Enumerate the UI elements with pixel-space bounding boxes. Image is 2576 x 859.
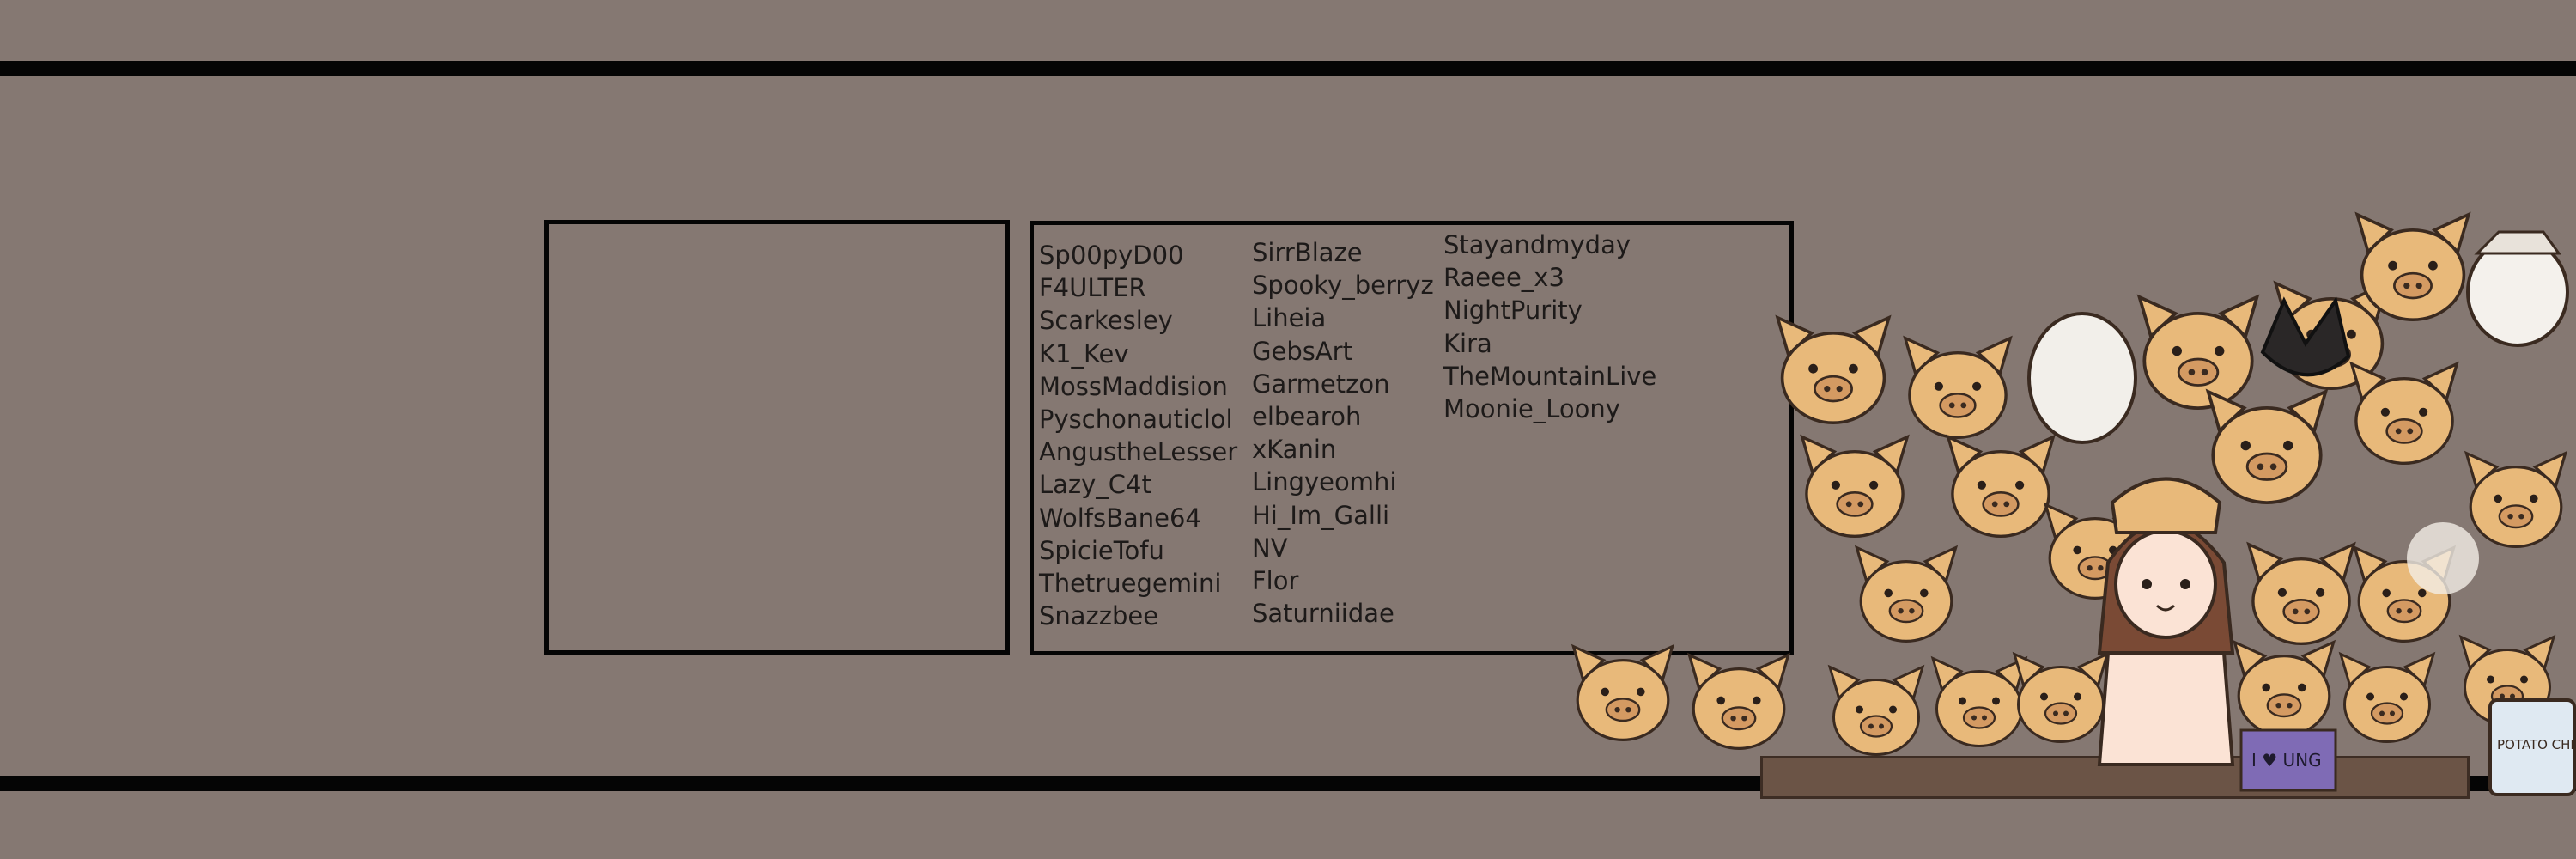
pig-character: [1828, 666, 1924, 756]
credit-name: Thetruegemini: [1039, 569, 1222, 599]
pig-character: [1947, 436, 2055, 538]
credit-name: TheMountainLive: [1443, 361, 1657, 391]
credit-name: Hi_Im_Galli: [1252, 500, 1390, 530]
pig-character: [2350, 362, 2458, 465]
wolf-character: [2260, 296, 2351, 377]
credit-name: Kira: [1443, 328, 1492, 358]
credit-name: Stayandmyday: [1443, 230, 1631, 259]
credit-name: Spooky_berryz: [1252, 271, 1434, 301]
credit-name: Garmetzon: [1252, 369, 1390, 399]
chips-bag: POTATO CHIPS: [2488, 698, 2576, 796]
cowboy-hat: [2474, 230, 2561, 255]
credit-name: xKanin: [1252, 435, 1337, 465]
credit-name: Raeee_x3: [1443, 263, 1564, 293]
credit-name: Liheia: [1252, 303, 1327, 333]
credits-column-1: Sp00pyD00 F4ULTER Scarkesley K1_Kev Moss…: [1039, 239, 1237, 632]
credits-frame: [1030, 221, 1794, 655]
pig-character: [2464, 451, 2567, 549]
pig-character: [1571, 644, 1674, 742]
credit-name: Lingyeomhi: [1252, 467, 1397, 497]
credit-name: Snazzbee: [1039, 601, 1159, 631]
pig-character: [1931, 657, 2027, 747]
girl-character: [2097, 477, 2235, 766]
pig-character: [1904, 337, 2012, 439]
credit-name: Saturniidae: [1252, 599, 1394, 629]
credit-name: WolfsBane64: [1039, 503, 1201, 533]
credit-name: Sp00pyD00: [1039, 241, 1184, 270]
cat-character: [1687, 653, 1790, 751]
credit-name: NV: [1252, 533, 1288, 563]
purple-shirt: [2239, 728, 2337, 792]
credit-name: SpicieTofu: [1039, 535, 1164, 565]
lantern-glow: [2407, 522, 2479, 594]
credit-name: K1_Kev: [1039, 338, 1129, 369]
credit-name: Scarkesley: [1039, 306, 1173, 336]
pig-character: [2247, 543, 2355, 645]
pig-character: [2355, 212, 2470, 322]
credit-name: Pyschonauticlol: [1039, 405, 1233, 435]
credits-column-3: Stayandmyday Raeee_x3 NightPurity Kira T…: [1443, 228, 1656, 425]
credit-name: F4ULTER: [1039, 273, 1146, 303]
top-black-band: [0, 61, 2576, 76]
ghost-character: [2027, 312, 2137, 444]
pig-character: [1776, 315, 1891, 425]
credit-name: Flor: [1252, 566, 1299, 596]
bird-character: [2466, 237, 2569, 347]
pig-character: [1855, 545, 1958, 643]
credit-name: Lazy_C4t: [1039, 470, 1151, 500]
credit-name: GebsArt: [1252, 336, 1352, 366]
pig-character: [2013, 653, 2109, 743]
credits-column-2: SirrBlaze Spooky_berryz Liheia GebsArt G…: [1252, 236, 1434, 630]
pig-crowd-illustration: I ♥ UNG POTATO CHIPS: [1571, 212, 2576, 796]
credit-name: NightPurity: [1443, 295, 1583, 326]
chips-bag-text: POTATO CHIPS: [2497, 737, 2576, 752]
credit-name: Moonie_Loony: [1443, 394, 1620, 424]
pig-character: [2137, 295, 2259, 411]
credit-name: SirrBlaze: [1252, 238, 1363, 267]
empty-frame: [544, 220, 1010, 655]
credit-name: AngustheLesser: [1039, 437, 1238, 467]
shirt-text: I ♥ UNG: [2251, 750, 2322, 771]
credit-name: MossMaddision: [1039, 371, 1228, 401]
pig-character: [1801, 436, 1909, 538]
credit-name: elbearoh: [1252, 402, 1362, 432]
pig-character: [2233, 640, 2336, 738]
pig-character: [2339, 653, 2435, 743]
pig-character: [2206, 389, 2328, 504]
